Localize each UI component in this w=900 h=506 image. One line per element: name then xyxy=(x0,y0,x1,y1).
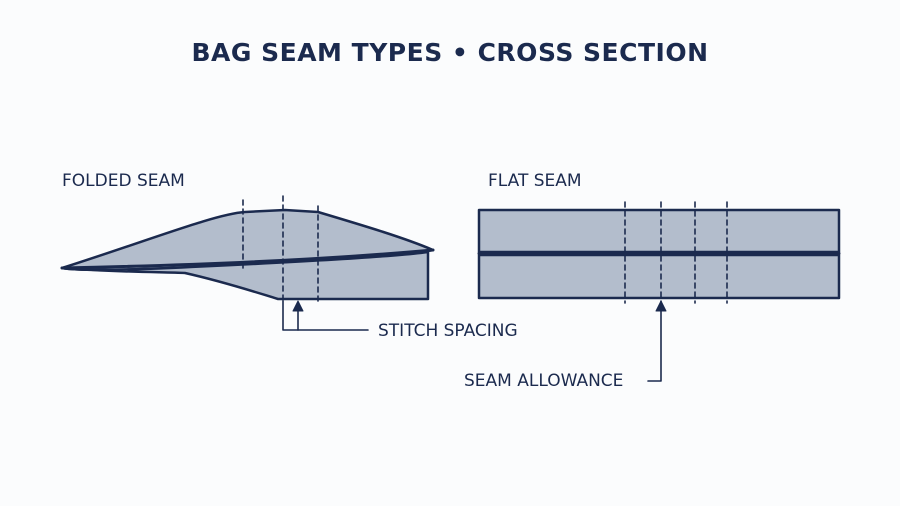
flat-seam-label: FLAT SEAM xyxy=(488,171,582,191)
folded-lower-ply xyxy=(60,250,430,301)
folded-fold-line xyxy=(60,248,435,270)
flat-upper-ply xyxy=(477,208,841,254)
folded-seam-label: FOLDED SEAM xyxy=(62,171,185,191)
stitch-spacing-label: STITCH SPACING xyxy=(378,321,518,341)
stitch-spacing-arrowhead xyxy=(292,300,304,312)
seam-allowance-label: SEAM ALLOWANCE xyxy=(464,371,624,391)
flat-lower-ply xyxy=(477,253,841,300)
flat-seam-diagram xyxy=(477,201,841,382)
folded-seam-diagram xyxy=(60,195,435,331)
seam-allowance-arrowhead xyxy=(655,300,667,312)
stitch-spacing-leader xyxy=(282,300,369,331)
seam-allowance-leader xyxy=(647,308,662,382)
diagram-title: BAG SEAM TYPES • CROSS SECTION xyxy=(191,38,709,67)
